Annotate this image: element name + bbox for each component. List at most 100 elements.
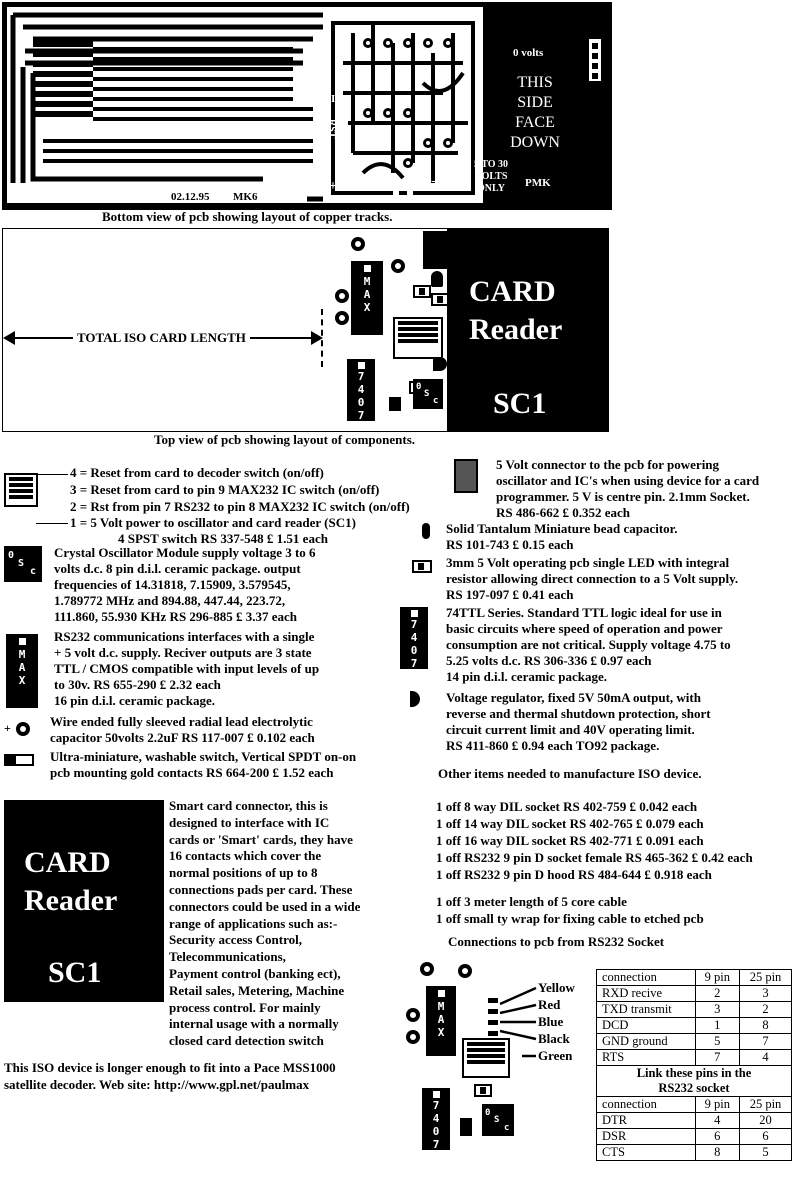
dip-switch-legend-icon: [4, 473, 38, 507]
chip-letter: 7: [410, 618, 418, 631]
desc-line: consumption are not critical. Supply vol…: [446, 637, 731, 652]
date-label: 02.12.95: [171, 191, 210, 203]
table-cell: 1: [694, 1017, 740, 1034]
io-label: I/O: [331, 93, 347, 105]
table-cell: 8: [738, 1017, 793, 1034]
table-cell: GND ground: [596, 1033, 696, 1050]
capacitor-icon: [335, 311, 349, 325]
wire-pads: [488, 998, 498, 1046]
table-row: DTR 4 20: [596, 1112, 793, 1129]
column-header: connection: [596, 969, 696, 986]
chip-letter: M: [18, 648, 26, 661]
link-title-line-1: Link these pins in the: [636, 1066, 752, 1080]
chip-letter: 7: [432, 1138, 440, 1151]
desc-line: internal usage with a normally: [169, 1016, 339, 1032]
desc-line: 3mm 5 Volt operating pcb single LED with…: [446, 555, 730, 570]
desc-line: 74TTL Series. Standard TTL logic ideal f…: [446, 605, 722, 620]
osc-char: S: [18, 558, 25, 569]
power-connector: [423, 231, 447, 269]
connections-heading: Connections to pcb from RS232 Socket: [448, 934, 665, 949]
desc-line: normal positions of up to 8: [169, 865, 318, 881]
wire-color-red: Red: [538, 997, 561, 1012]
face-down-line-2: SIDE: [517, 94, 553, 111]
chip-letter: 0: [410, 644, 418, 657]
desc-line: RS 197-097 £ 0.41 each: [446, 587, 574, 602]
table-cell: 3: [694, 1001, 740, 1018]
desc-line: RS 101-743 £ 0.15 each: [446, 537, 574, 552]
card-length-tick: [321, 309, 323, 367]
wire-color-blue: Blue: [538, 1014, 564, 1029]
led-icon: [474, 1084, 492, 1097]
minus-label: −: [431, 175, 439, 190]
tantalum-capacitor: [389, 397, 401, 411]
capacitor-icon: [16, 722, 30, 736]
column-header: 9 pin: [694, 1096, 740, 1113]
oscillator-description: Crystal Oscillator Module supply voltage…: [54, 545, 316, 625]
desc-line: Security access Control,: [169, 932, 302, 948]
table-cell: 5: [738, 1144, 793, 1161]
chip-7407-icon: 7 4 0 7: [400, 607, 428, 670]
desc-line: designed to interface with IC: [169, 814, 330, 830]
max232-chip: M A X: [351, 261, 383, 335]
table-cell: DTR: [596, 1112, 696, 1129]
mk-label: MK6: [233, 191, 258, 203]
cable-items-list: 1 off 3 meter length of 5 core cable 1 o…: [436, 893, 704, 927]
desc-line: Telecommunications,: [169, 949, 286, 965]
desc-line: RS232 communications interfaces with a s…: [54, 629, 315, 644]
desc-line: 5 Volt connector to the pcb for powering: [496, 457, 720, 472]
spdt-description: Ultra-miniature, washable switch, Vertic…: [50, 749, 356, 781]
chip-letter: 4: [432, 1112, 440, 1125]
desc-line: + 5 volt d.c. supply. Reciver outputs ar…: [54, 645, 312, 660]
led-icon: [412, 560, 432, 573]
desc-line: to 30v. RS 655-290 £ 2.32 each: [54, 677, 221, 692]
osc-char: S: [424, 389, 430, 399]
desc-line: RS 411-860 £ 0.94 each TO92 package.: [446, 738, 660, 753]
chip-letter: 4: [410, 631, 418, 644]
dip-switch: [393, 317, 443, 359]
max232-chip: M A X: [426, 986, 456, 1056]
tantalum-capacitor: [460, 1118, 472, 1136]
switch-line-1: 1 = 5 Volt power to oscillator and card …: [70, 515, 356, 530]
other-items-heading: Other items needed to manufacture ISO de…: [438, 766, 702, 781]
volts-line-2: VOLTS: [474, 171, 508, 182]
desc-line: basic circuits where speed of operation …: [446, 621, 723, 636]
chip-letter: X: [437, 1026, 445, 1039]
chip-letter: 7: [357, 409, 365, 422]
led-icon: [413, 285, 431, 298]
chip-letter: 7: [357, 370, 365, 383]
table-cell: 20: [738, 1112, 793, 1129]
wiring-diagram: M A X Yellow Red Blue Black Green 7 4 0 …: [396, 958, 596, 1180]
list-item: 1 off RS232 9 pin D socket female RS 465…: [436, 850, 753, 865]
desc-line: 1.789772 MHz and 894.88, 447.44, 223.72,: [54, 593, 286, 608]
chip-letter: A: [18, 661, 26, 674]
table-cell: TXD transmit: [596, 1001, 696, 1018]
desc-line: Payment control (banking ect),: [169, 965, 341, 981]
desc-line: range of applications such as:-: [169, 915, 338, 931]
table-cell: CTS: [596, 1144, 696, 1161]
chip-letter: X: [18, 674, 26, 687]
desc-line: process control. For mainly: [169, 999, 321, 1015]
dip-switch: [462, 1038, 510, 1078]
wire-color-yellow: Yellow: [538, 980, 575, 995]
face-down-line-4: DOWN: [510, 134, 560, 151]
arrow-right-head: [311, 331, 323, 345]
desc-line: volts d.c. 8 pin d.i.l. ceramic package.…: [54, 561, 301, 576]
capacitor-icon: [406, 1008, 420, 1022]
desc-line: connections pads per card. These: [169, 881, 353, 897]
list-item: 1 off 14 way DIL socket RS 402-765 £ 0.0…: [436, 816, 704, 831]
arrow-left-head: [3, 331, 15, 345]
copper-tracks-graphic: [3, 3, 611, 209]
table-cell: RXD recive: [596, 985, 696, 1002]
desc-line: Voltage regulator, fixed 5V 50mA output,…: [446, 690, 701, 705]
card-reader-title-1: CARD: [469, 275, 556, 308]
table-cell: 4: [694, 1112, 740, 1129]
desc-line: 111.860, 55.930 KHz RS 296-885 £ 3.37 ea…: [54, 609, 298, 624]
max232-icon: M A X: [6, 634, 38, 708]
table-row: CTS 8 5: [596, 1144, 793, 1161]
rst-text: RST: [326, 119, 337, 139]
desc-line: Wire ended fully sleeved radial lead ele…: [50, 714, 313, 729]
switch-part: 4 SPST switch RS 337-548 £ 1.51 each: [118, 531, 328, 546]
wire-color-black: Black: [538, 1031, 570, 1046]
legend-leader-lines: [36, 474, 68, 524]
connector-description: 5 Volt connector to the pcb for powering…: [496, 457, 759, 521]
